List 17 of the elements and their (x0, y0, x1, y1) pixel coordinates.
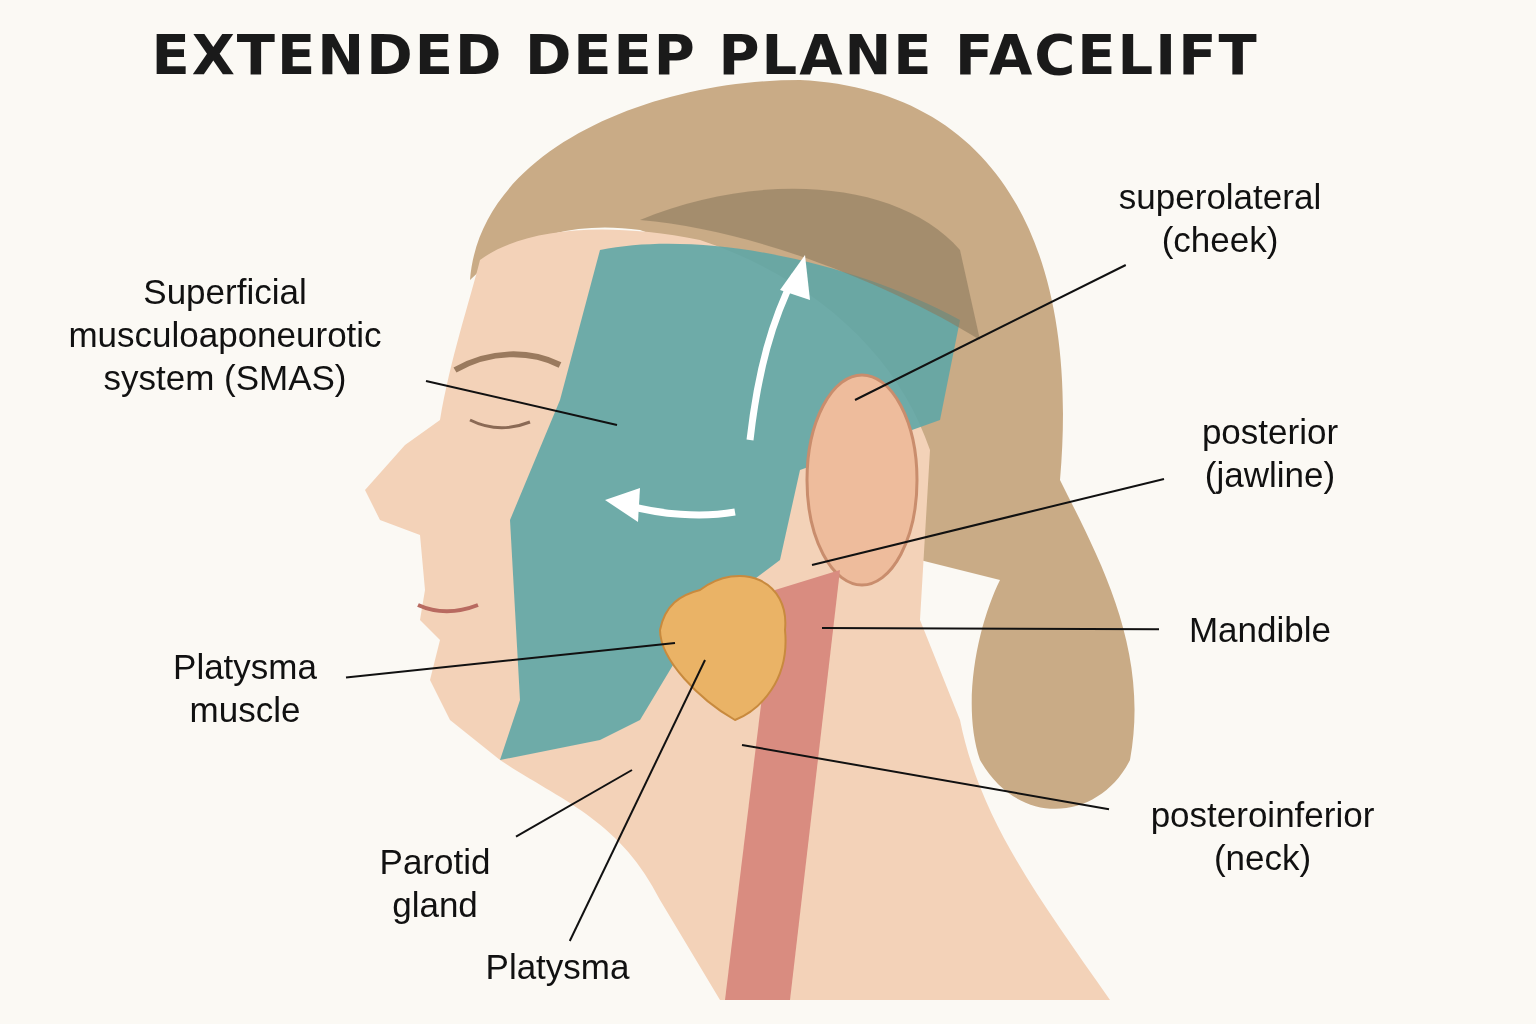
part-label: posteroinferior (neck) (1149, 794, 1376, 879)
part-label: Superficial musculoaponeurotic system (SMAS) (67, 271, 383, 399)
part-label: Platysma muscle (172, 646, 318, 731)
part-label: posterior (jawline) (1200, 411, 1340, 496)
part-label: Platysma (484, 946, 631, 988)
diagram-title: EXTENDED DEEP PLANE FACELIFT (150, 22, 1260, 87)
leader-line (515, 769, 633, 838)
part-label: Mandible (1187, 609, 1332, 651)
leader-line (741, 744, 1110, 811)
leader-line (811, 477, 1165, 566)
leader-line (345, 642, 676, 679)
part-label: superolateral (cheek) (1117, 176, 1323, 261)
leader-line (821, 627, 1160, 631)
part-label: Parotid gland (378, 841, 492, 926)
leader-line (425, 379, 618, 426)
leader-line (568, 659, 706, 942)
leader-line (854, 264, 1127, 401)
